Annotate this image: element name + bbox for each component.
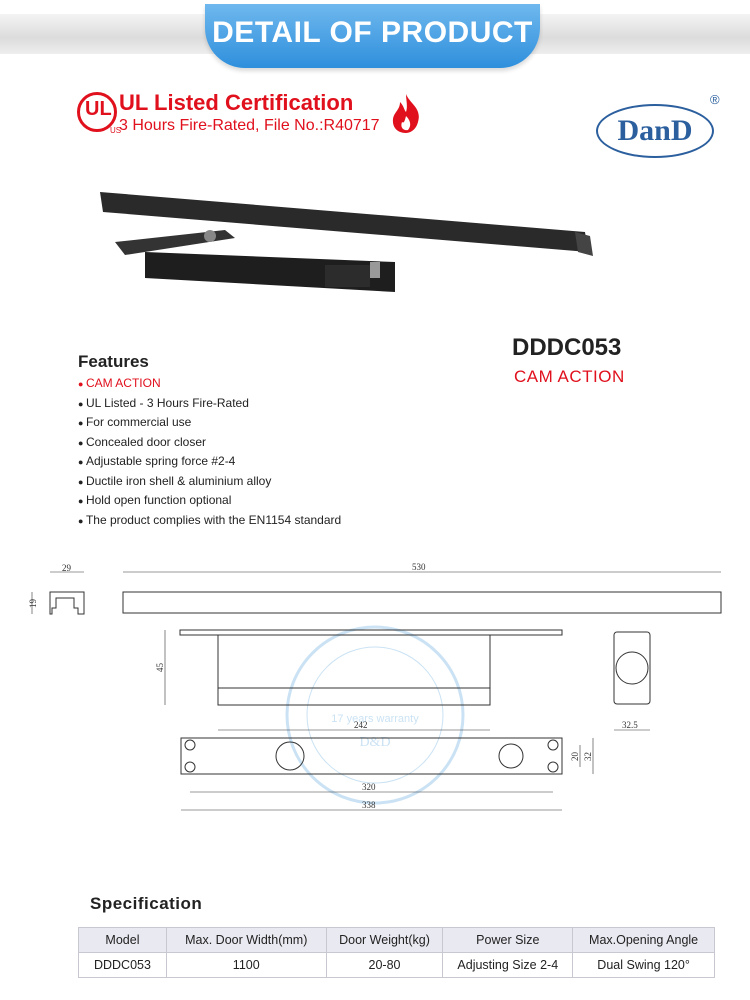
table-header-row: Model Max. Door Width(mm) Door Weight(kg…: [78, 927, 715, 953]
table-cell: 1100: [165, 952, 327, 978]
header-cell: Max.Opening Angle: [572, 927, 715, 953]
brand-logo: DanD: [596, 104, 714, 158]
technical-drawing: 17 years warranty D&D 29 19 530 45 242 3…: [28, 562, 722, 811]
header-cell: Door Weight(kg): [325, 927, 444, 953]
dim-body-height: 45: [155, 663, 165, 673]
dim-profile-height: 19: [28, 599, 38, 609]
feature-item: UL Listed - 3 Hours Fire-Rated: [78, 396, 341, 416]
certification-title: UL Listed Certification: [119, 90, 354, 115]
dim-plate-width: 32: [583, 752, 593, 761]
table-cell: Dual Swing 120°: [572, 952, 715, 978]
feature-item: Concealed door closer: [78, 435, 341, 455]
ul-country: US: [110, 126, 122, 135]
certification-subtitle: 3 Hours Fire-Rated, File No.:R40717: [119, 117, 380, 134]
header-cell: Power Size: [442, 927, 574, 953]
dim-hole-spacing: 320: [362, 782, 376, 792]
banner-ribbon: [205, 4, 540, 68]
fire-icon: [392, 94, 419, 133]
table-cell: DDDC053: [78, 952, 167, 978]
watermark: 17 years warranty D&D: [285, 625, 465, 805]
product-model: DDDC053: [512, 334, 622, 361]
feature-item: Adjustable spring force #2-4: [78, 454, 341, 474]
dim-body-width: 32.5: [622, 720, 638, 730]
dim-arm-length: 530: [412, 562, 426, 572]
ul-logo-icon: UL: [77, 92, 117, 132]
table-cell: 20-80: [325, 952, 444, 978]
table-cell: Adjusting Size 2-4: [442, 952, 574, 978]
header-cell: Model: [78, 927, 167, 953]
specification-table: Model Max. Door Width(mm) Door Weight(kg…: [78, 927, 715, 978]
watermark-mark: D&D: [359, 735, 390, 750]
dim-plate-inner: 20: [570, 752, 580, 762]
product-subtitle: CAM ACTION: [514, 367, 625, 386]
features-title: Features: [78, 352, 149, 371]
specification-title: Specification: [90, 894, 203, 913]
feature-item: CAM ACTION: [78, 376, 341, 396]
feature-item: Hold open function optional: [78, 493, 341, 513]
features-list: CAM ACTION UL Listed - 3 Hours Fire-Rate…: [78, 376, 341, 532]
dim-body-length: 242: [354, 720, 368, 730]
ul-logo-text: UL: [85, 98, 112, 120]
watermark-warranty: 17 years warranty: [331, 713, 419, 725]
dim-plate-length: 338: [362, 800, 376, 810]
header-cell: Max. Door Width(mm): [165, 927, 327, 953]
product-photo: [100, 192, 593, 292]
table-row: DDDC053 1100 20-80 Adjusting Size 2-4 Du…: [78, 952, 715, 978]
dim-profile-width: 29: [62, 563, 72, 573]
feature-item: For commercial use: [78, 415, 341, 435]
feature-item: Ductile iron shell & aluminium alloy: [78, 474, 341, 494]
banner-title: DETAIL OF PRODUCT: [212, 16, 533, 49]
feature-item: The product complies with the EN1154 sta…: [78, 513, 341, 533]
registered-mark: ®: [710, 92, 720, 107]
